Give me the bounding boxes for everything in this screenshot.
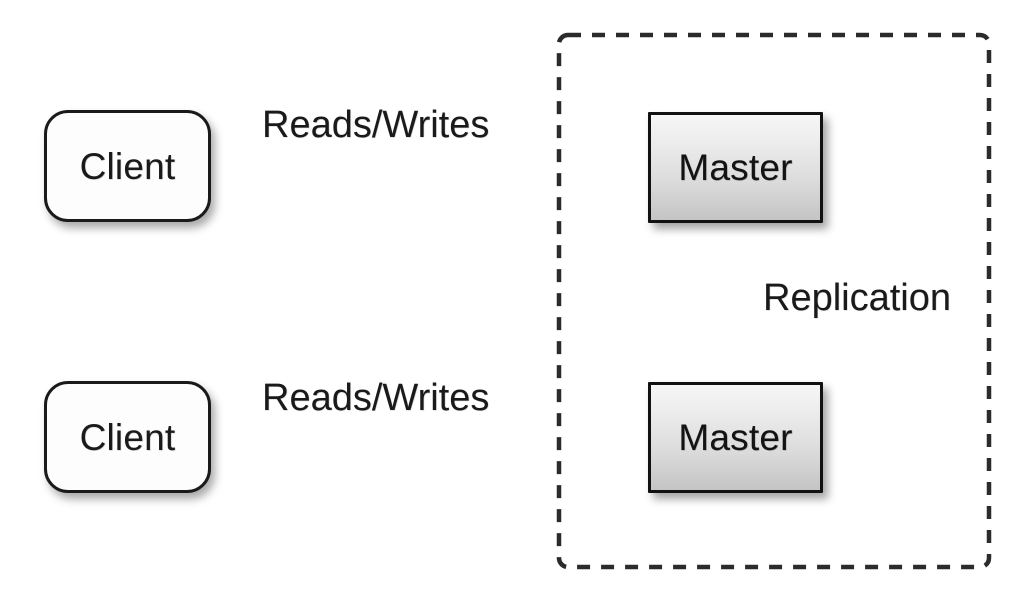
edge-label-replication: Replication bbox=[763, 277, 951, 319]
node-master-top[interactable]: Master bbox=[648, 112, 823, 223]
edge-label-reads-writes-top: Reads/Writes bbox=[262, 104, 490, 146]
node-client-bottom-label: Client bbox=[79, 416, 176, 458]
node-client-top-label: Client bbox=[79, 145, 176, 187]
node-client-top[interactable]: Client bbox=[44, 110, 211, 222]
node-master-bottom[interactable]: Master bbox=[648, 382, 823, 493]
edge-label-reads-writes-bottom: Reads/Writes bbox=[262, 377, 490, 419]
node-master-bottom-label: Master bbox=[678, 417, 793, 458]
node-master-top-label: Master bbox=[678, 147, 793, 188]
node-client-bottom[interactable]: Client bbox=[44, 381, 211, 493]
